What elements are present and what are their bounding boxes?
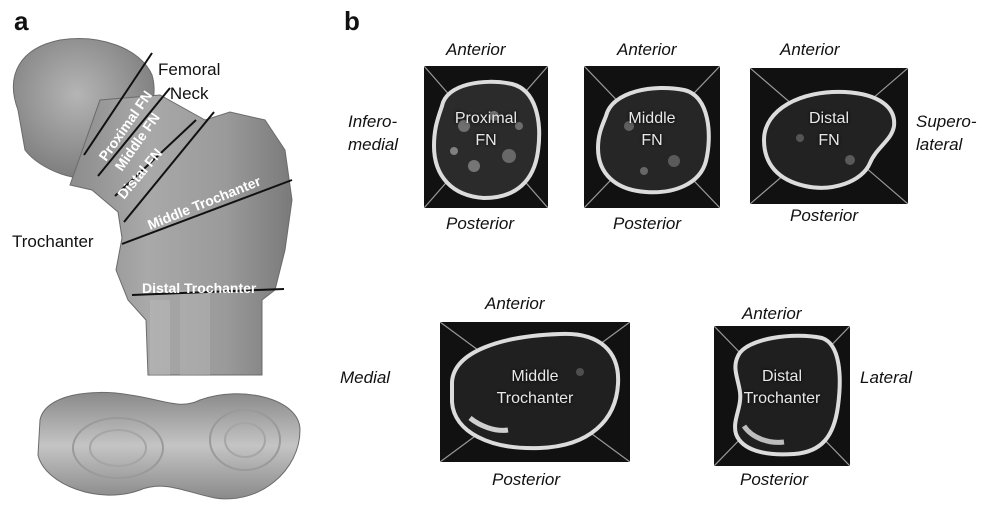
supero-lateral-label: Supero- lateral [916, 110, 976, 156]
posterior-label: Posterior [790, 206, 858, 226]
anterior-label: Anterior [742, 304, 802, 324]
section-label-middle-trochanter: Middle Trochanter [440, 366, 630, 410]
cross-section-distal-fn: Distal FN [750, 68, 908, 204]
posterior-label: Posterior [446, 214, 514, 234]
posterior-label: Posterior [492, 470, 560, 490]
section-label-distal-fn: Distal FN [750, 108, 908, 152]
anterior-label: Anterior [780, 40, 840, 60]
anterior-label: Anterior [617, 40, 677, 60]
section-label-middle-fn: Middle FN [584, 108, 720, 152]
posterior-label: Posterior [740, 470, 808, 490]
cross-section-middle-trochanter: Middle Trochanter [440, 322, 630, 462]
posterior-label: Posterior [613, 214, 681, 234]
cross-section-proximal-fn: Proximal FN [424, 66, 548, 208]
section-label-distal-trochanter: Distal Trochanter [714, 366, 850, 410]
panel-b-letter: b [344, 6, 360, 37]
trochanter-label: Trochanter [12, 232, 94, 252]
segment-label-distal-trochanter: Distal Trochanter [142, 280, 257, 296]
section-label-proximal-fn: Proximal FN [424, 108, 548, 152]
cross-section-distal-trochanter: Distal Trochanter [714, 326, 850, 466]
lateral-label: Lateral [860, 368, 912, 388]
cross-section-middle-fn: Middle FN [584, 66, 720, 208]
femur-bottom-view [38, 392, 300, 498]
infero-medial-label: Infero- medial [348, 110, 398, 156]
femoral-neck-label: Femoral Neck [158, 58, 220, 106]
anterior-label: Anterior [446, 40, 506, 60]
anterior-label: Anterior [485, 294, 545, 314]
medial-label: Medial [340, 368, 390, 388]
